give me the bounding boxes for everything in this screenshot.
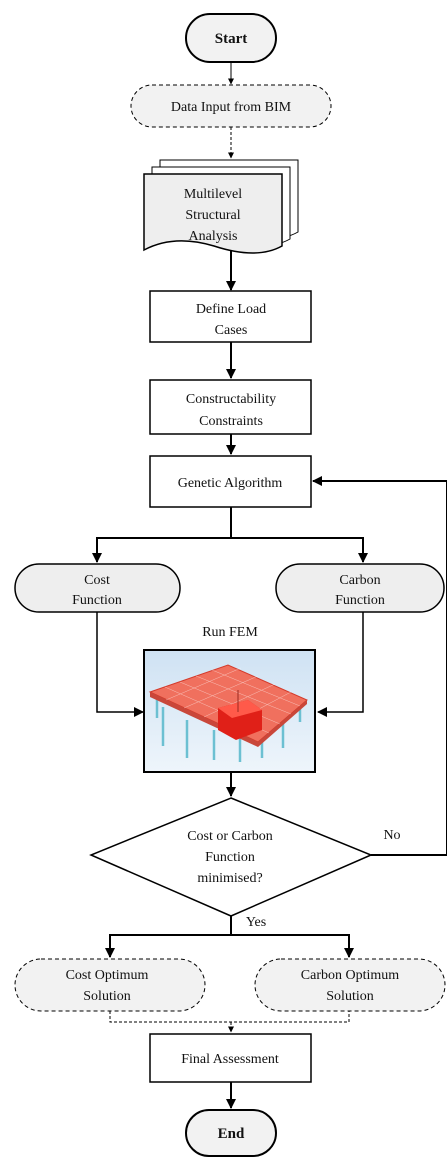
constraints-node: Constructability Constraints — [149, 379, 312, 435]
carbon-function-shape — [275, 563, 445, 613]
start-label: Start — [215, 31, 248, 47]
analysis-label-line1: Multilevel — [184, 187, 242, 202]
final-assessment-label: Final Assessment — [181, 1052, 279, 1067]
connectors — [92, 62, 447, 1109]
load-cases-label-line1: Define Load — [196, 302, 266, 317]
decision-diamond — [89, 797, 373, 917]
edge-optima-merge — [109, 1011, 350, 1023]
genetic-algorithm-label: Genetic Algorithm — [178, 476, 283, 491]
cost-function-label-line2: Function — [72, 593, 122, 608]
load-cases-box — [149, 290, 312, 343]
cost-function-label-line1: Cost — [84, 573, 110, 588]
cost-optimum-shape — [14, 958, 206, 1012]
fem-core-top — [218, 700, 262, 718]
fem-model-image — [143, 649, 316, 773]
constraints-label-line1: Constructability — [186, 392, 276, 407]
end-node: End — [185, 1109, 277, 1157]
start-terminal-shape — [185, 13, 277, 63]
constraints-label-line2: Constraints — [199, 414, 263, 429]
carbon-function-label-line1: Carbon — [339, 573, 380, 588]
cost-function-node: Cost Function — [14, 563, 181, 613]
load-cases-node: Define Load Cases — [149, 290, 312, 343]
decision-node: Cost or Carbon Function minimised? — [89, 797, 373, 917]
decision-label-line1: Cost or Carbon — [187, 829, 273, 844]
edge-label-no: No — [383, 828, 400, 843]
carbon-function-node: Carbon Function — [275, 563, 445, 613]
analysis-label-line2: Structural — [185, 208, 240, 223]
data-input-label: Data Input from BIM — [171, 100, 292, 115]
analysis-doc-front — [143, 173, 283, 254]
cost-optimum-node: Cost Optimum Solution — [14, 958, 206, 1012]
load-cases-label-line2: Cases — [215, 323, 248, 338]
start-node: Start — [185, 13, 277, 63]
final-assessment-node: Final Assessment — [149, 1033, 312, 1083]
genetic-algorithm-node: Genetic Algorithm — [149, 455, 312, 508]
genetic-algorithm-box — [149, 455, 312, 508]
cost-optimum-label-line1: Cost Optimum — [66, 968, 149, 983]
decision-label-line2: Function — [205, 850, 255, 865]
final-assessment-box — [149, 1033, 312, 1083]
analysis-node: Multilevel Structural Analysis — [143, 159, 299, 254]
end-terminal-shape — [185, 1109, 277, 1157]
carbon-optimum-label-line2: Solution — [326, 989, 373, 1004]
data-input-shape — [130, 84, 332, 128]
carbon-function-label-line2: Function — [335, 593, 385, 608]
carbon-optimum-label-line1: Carbon Optimum — [301, 968, 399, 983]
fem-columns — [155, 690, 302, 762]
edge-label-yes: Yes — [246, 915, 266, 930]
edge-carbon-to-fem — [317, 612, 364, 717]
carbon-optimum-shape — [254, 958, 446, 1012]
analysis-label-line3: Analysis — [189, 229, 238, 244]
run-fem-label: Run FEM — [202, 625, 258, 640]
constraints-box — [149, 379, 312, 435]
cost-optimum-label-line2: Solution — [83, 989, 130, 1004]
decision-label-line3: minimised? — [197, 871, 262, 886]
end-label: End — [218, 1126, 245, 1142]
data-input-node: Data Input from BIM — [130, 84, 332, 128]
edge-cost-to-fem — [96, 612, 144, 717]
cost-function-shape — [14, 563, 181, 613]
edge-decision-no-loop — [312, 476, 447, 856]
carbon-optimum-node: Carbon Optimum Solution — [254, 958, 446, 1012]
